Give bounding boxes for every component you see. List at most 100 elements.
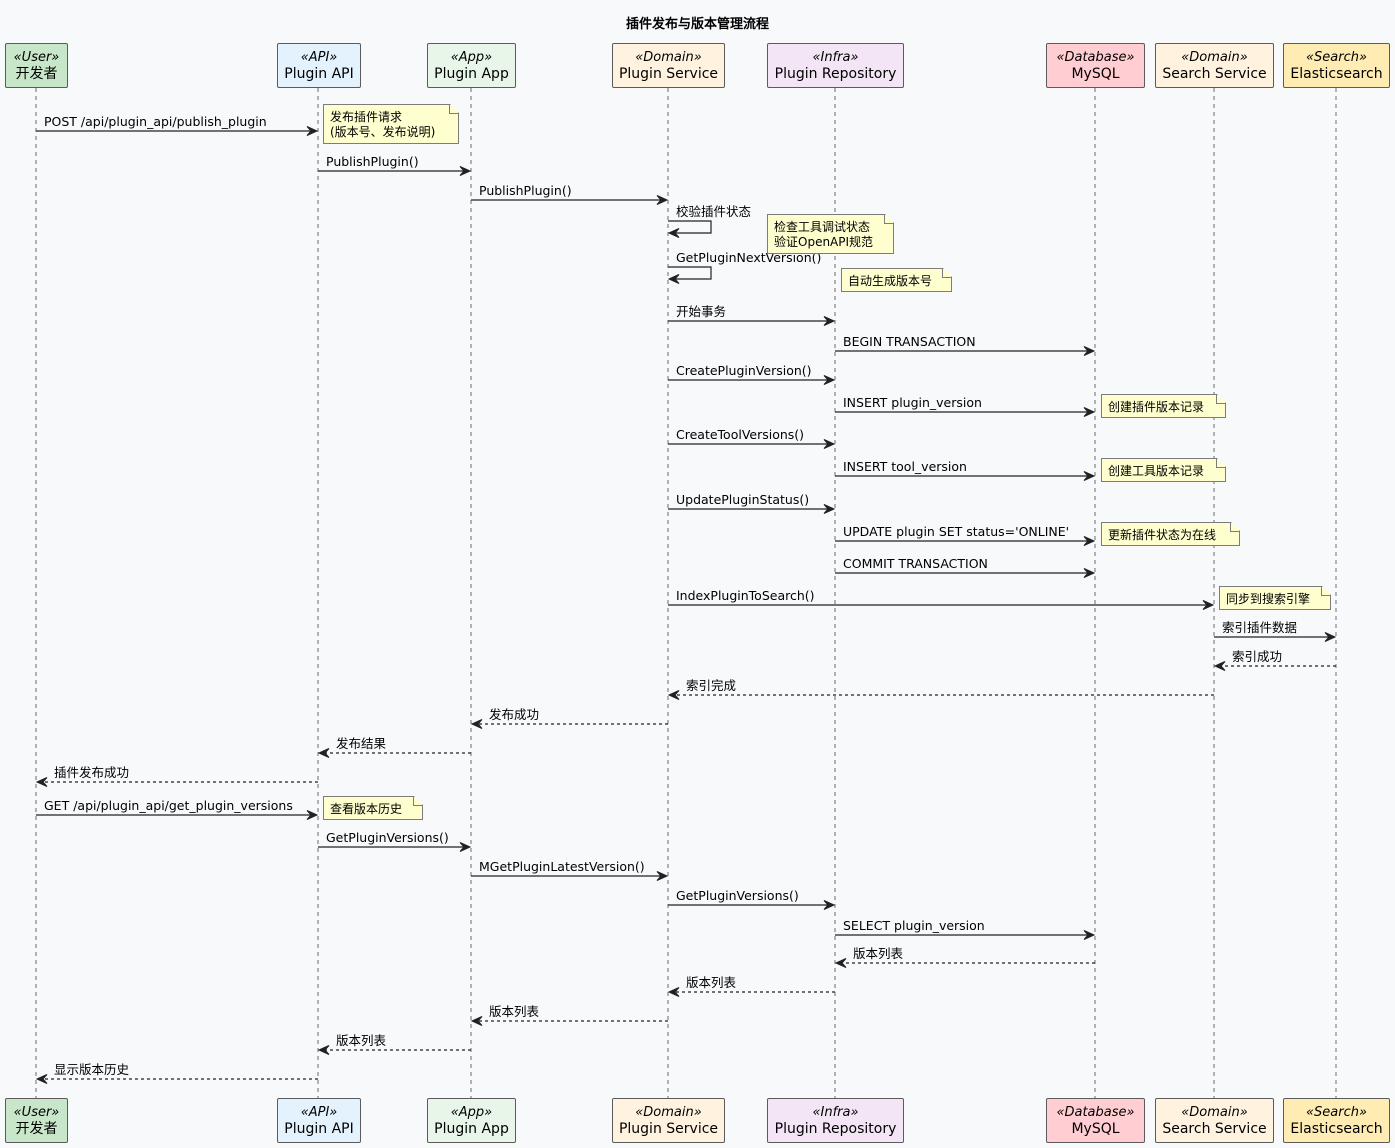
message-arrow: [835, 346, 1096, 356]
participant-repo-top: «Infra»Plugin Repository: [767, 43, 904, 88]
participant-db-top: «Database»MySQL: [1046, 43, 1145, 88]
message-label: 校验插件状态: [676, 204, 752, 219]
message-label: 版本列表: [686, 975, 737, 990]
participant-stereotype: «User»: [13, 50, 60, 65]
message-arrow: [667, 266, 712, 284]
participant-name: MySQL: [1071, 1121, 1120, 1137]
participant-svc-bottom: «Domain»Plugin Service: [612, 1098, 725, 1143]
note: 检查工具调试状态 验证OpenAPI规范: [767, 214, 894, 254]
message-label: GET /api/plugin_api/get_plugin_versions: [44, 798, 293, 813]
message-arrow: [318, 166, 472, 176]
message-label: SELECT plugin_version: [843, 918, 985, 933]
message-label: UPDATE plugin SET status='ONLINE': [843, 524, 1070, 539]
note-text: 更新插件状态为在线: [1108, 528, 1217, 542]
participant-stereotype: «Domain»: [1181, 50, 1248, 65]
message-arrow: [470, 719, 668, 729]
message-label: 版本列表: [853, 946, 904, 961]
participant-stereotype: «Search»: [1306, 50, 1367, 65]
note-text: 同步到搜索引擎: [1226, 592, 1311, 606]
note-fold-corner: [413, 797, 422, 806]
note-fold-corner: [1321, 587, 1330, 596]
message-arrow: [668, 600, 1215, 610]
message-label: 显示版本历史: [54, 1062, 130, 1077]
message-arrow: [835, 407, 1096, 417]
message-label: GetPluginVersions(): [326, 830, 449, 845]
participant-stereotype: «App»: [450, 50, 493, 65]
message-arrow: [667, 220, 712, 238]
note-fold-corner: [1216, 395, 1225, 404]
message-arrow: [35, 1074, 318, 1084]
message-label: PublishPlugin(): [479, 183, 572, 198]
participant-name: Search Service: [1162, 1121, 1267, 1137]
participant-stereotype: «Database»: [1056, 50, 1135, 65]
note: 自动生成版本号: [841, 268, 952, 292]
message-label: 版本列表: [489, 1004, 540, 1019]
participant-name: 开发者: [15, 66, 58, 82]
message-arrow: [1213, 661, 1336, 671]
message-label: PublishPlugin(): [326, 154, 419, 169]
participant-api-top: «API»Plugin API: [277, 43, 361, 88]
message-arrow: [834, 958, 1095, 968]
participant-stereotype: «User»: [13, 1105, 60, 1120]
participant-stereotype: «Domain»: [635, 1105, 702, 1120]
participant-es-top: «Search»Elasticsearch: [1283, 43, 1390, 88]
message-arrow: [36, 810, 319, 820]
note-fold-corner: [942, 269, 951, 278]
message-arrow: [667, 987, 835, 997]
participant-name: Plugin Service: [618, 66, 719, 82]
message-label: CreateToolVersions(): [676, 427, 805, 442]
message-label: GetPluginVersions(): [676, 888, 799, 903]
note: 发布插件请求 (版本号、发布说明): [323, 104, 459, 144]
note-fold-corner: [1230, 523, 1239, 532]
participant-stereotype: «API»: [300, 50, 338, 65]
message-arrow: [35, 777, 318, 787]
message-label: POST /api/plugin_api/publish_plugin: [44, 114, 267, 129]
participant-name: Plugin Repository: [774, 66, 897, 82]
participant-search-bottom: «Domain»Search Service: [1155, 1098, 1274, 1143]
participant-stereotype: «Infra»: [812, 1105, 859, 1120]
message-label: 开始事务: [676, 304, 727, 319]
note-text: 创建插件版本记录: [1108, 400, 1205, 414]
message-arrow: [668, 316, 836, 326]
message-label: 发布成功: [489, 707, 540, 722]
message-label: GetPluginNextVersion(): [676, 250, 822, 265]
participant-name: Search Service: [1162, 66, 1267, 82]
participant-name: Plugin Service: [618, 1121, 719, 1137]
note: 同步到搜索引擎: [1219, 586, 1331, 610]
message-arrow: [668, 375, 836, 385]
participant-name: Elasticsearch: [1290, 1121, 1383, 1137]
note: 更新插件状态为在线: [1101, 522, 1240, 546]
message-arrow: [835, 568, 1096, 578]
message-label: 插件发布成功: [54, 765, 130, 780]
message-label: 索引插件数据: [1222, 620, 1298, 635]
participant-db-bottom: «Database»MySQL: [1046, 1098, 1145, 1143]
participant-stereotype: «Search»: [1306, 1105, 1367, 1120]
participant-svc-top: «Domain»Plugin Service: [612, 43, 725, 88]
participant-stereotype: «Domain»: [1181, 1105, 1248, 1120]
participant-name: Plugin Repository: [774, 1121, 897, 1137]
participant-dev-top: «User»开发者: [5, 43, 68, 88]
participant-app-top: «App»Plugin App: [427, 43, 516, 88]
participant-name: Elasticsearch: [1290, 66, 1383, 82]
message-label: 索引成功: [1232, 649, 1283, 664]
note-fold-corner: [449, 105, 458, 114]
message-label: MGetPluginLatestVersion(): [479, 859, 645, 874]
message-label: COMMIT TRANSACTION: [843, 556, 988, 571]
note: 创建插件版本记录: [1101, 394, 1226, 418]
participant-name: Plugin App: [434, 1121, 509, 1137]
message-arrow: [668, 504, 836, 514]
participant-stereotype: «App»: [450, 1105, 493, 1120]
note: 查看版本历史: [323, 796, 423, 820]
note-text: 发布插件请求 (版本号、发布说明): [330, 110, 436, 139]
participant-name: MySQL: [1071, 66, 1120, 82]
message-arrow: [317, 748, 471, 758]
message-label: CreatePluginVersion(): [676, 363, 812, 378]
participant-stereotype: «Infra»: [812, 50, 859, 65]
message-arrow: [471, 871, 669, 881]
note-text: 检查工具调试状态 验证OpenAPI规范: [774, 220, 874, 249]
participant-name: 开发者: [15, 1121, 58, 1137]
message-arrow: [668, 900, 836, 910]
message-arrow: [318, 842, 472, 852]
